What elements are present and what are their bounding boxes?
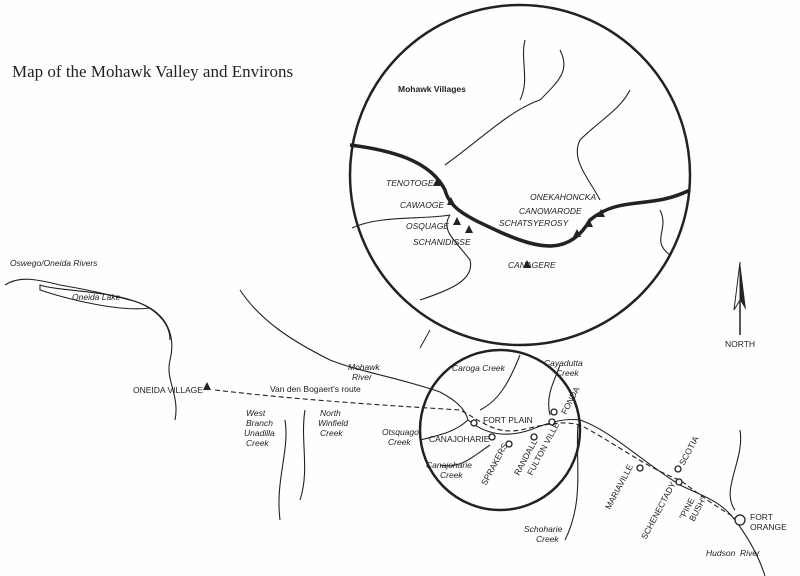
cayadutta-label: Creek	[556, 368, 579, 378]
otsquago-label: Creek	[388, 437, 411, 447]
north-arrow-icon	[733, 261, 746, 335]
village-label: TENOTOGE	[386, 178, 434, 188]
schoharie-creek	[564, 424, 579, 541]
mariaville-label: MARIAVILLE	[603, 462, 635, 511]
west-branch-label: West	[246, 408, 266, 418]
otsquago-label: Otsquago	[382, 427, 419, 437]
inset-tributary	[444, 49, 565, 166]
mohawk-label: River	[352, 372, 373, 382]
oneida-outlet	[149, 307, 177, 421]
mohawk-river	[239, 289, 766, 576]
oneida-river	[4, 278, 171, 341]
village-label: SCHANIDISSE	[413, 237, 471, 247]
village-label: OSQUAGE	[406, 221, 449, 231]
north-winfield-label: North	[320, 408, 341, 418]
village-label: CANAGERE	[508, 260, 556, 270]
canajoharie-creek	[439, 444, 491, 467]
caroga-creek	[479, 354, 521, 411]
schoharie-label: Creek	[536, 534, 559, 544]
village-label: CAWAOGE	[400, 200, 444, 210]
caroga-label: Caroga Creek	[452, 363, 506, 373]
north-label: NORTH	[725, 339, 755, 349]
town-markers	[470, 408, 746, 526]
inset-tributary	[576, 89, 631, 201]
connector-line	[419, 329, 431, 349]
oneida-lake-label: Oneida Lake	[72, 292, 120, 302]
hudson-label: Hudson	[706, 548, 736, 558]
inset-mohawk-river	[349, 143, 691, 248]
inset-circle	[348, 3, 692, 347]
canajoharie-creek-label: Creek	[440, 470, 463, 480]
cayadutta-label: Cayadutta	[544, 358, 583, 368]
oneida-lake	[39, 284, 152, 310]
hudson-river	[729, 429, 742, 511]
otsquago-creek	[419, 419, 469, 441]
fort-orange-label: ORANGE	[750, 522, 787, 532]
village-label: ONEKAHONCKA	[530, 192, 596, 202]
north-winfield-label: Winfield	[318, 418, 348, 428]
cayadutta-creek	[548, 364, 561, 416]
map-title: Map of the Mohawk Valley and Environs	[12, 62, 294, 81]
oneida-village-label: ONEIDA VILLAGE	[133, 385, 203, 395]
inset-tributary	[519, 39, 526, 101]
inset-tributary	[419, 214, 472, 301]
north-winfield-label: Creek	[320, 428, 343, 438]
canajoharie-label: CANAJOHARIE	[429, 434, 490, 444]
mohawk-label: Mohawk	[348, 362, 380, 372]
hudson-label: River	[740, 548, 761, 558]
village-markers	[433, 178, 605, 268]
north-winfield-creek	[299, 409, 306, 501]
sprakers-label: SPRAKERS	[479, 441, 510, 487]
west-branch-label: Branch	[246, 418, 273, 428]
inset-tributary	[351, 214, 451, 229]
fort-plain-label: FORT PLAIN	[483, 415, 533, 425]
schoharie-label: Schoharie	[524, 524, 563, 534]
scotia-label: SCOTIA	[677, 434, 701, 467]
schenectady-label: SCHENECTADY	[639, 480, 678, 541]
detail-circle	[418, 348, 582, 512]
inset-heading: Mohawk Villages	[398, 84, 466, 94]
fort-orange-label: FORT	[750, 512, 773, 522]
canajoharie-creek-label: Canajoharie	[426, 460, 472, 470]
west-branch-label: Creek	[246, 438, 269, 448]
oswego-label: Oswego/Oneida Rivers	[10, 258, 98, 268]
west-branch-label: Unadilla	[244, 428, 275, 438]
inset-tributary	[659, 209, 671, 256]
oneida-village-marker	[203, 382, 211, 390]
village-label: CANOWARODE	[519, 206, 582, 216]
route-label: Van den Bogaert's route	[270, 384, 361, 394]
village-label: SCHATSYEROSY	[499, 218, 570, 228]
van-den-bogaert-route	[214, 389, 741, 521]
west-branch-creek	[278, 419, 287, 521]
